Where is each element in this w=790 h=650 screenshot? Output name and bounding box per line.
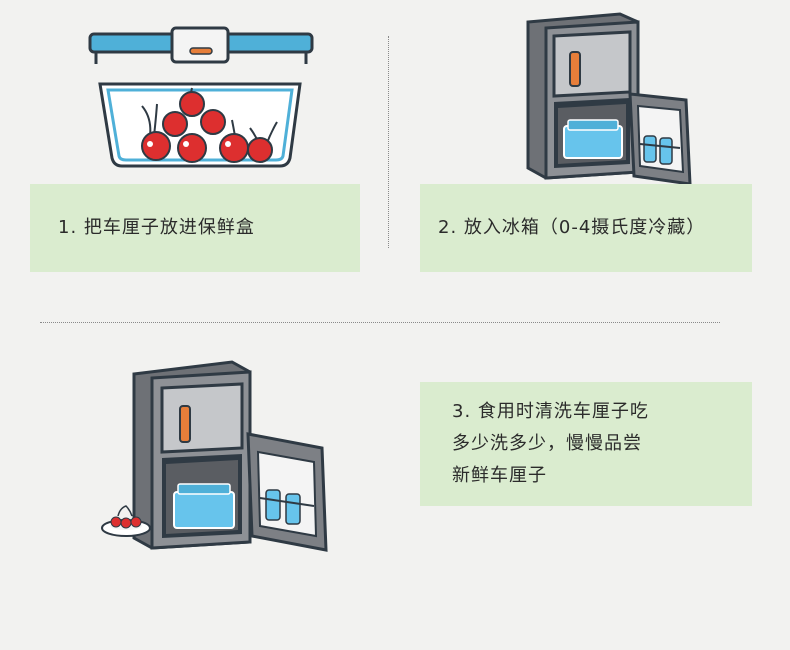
fridge-illustration-step2 xyxy=(520,8,700,186)
horizontal-divider xyxy=(40,322,720,323)
fridge-door xyxy=(630,94,690,184)
cherry-container-illustration xyxy=(82,18,322,178)
step-3-text: 3. 食用时清洗车厘子吃 多少洗多少，慢慢品尝 新鲜车厘子 xyxy=(452,396,649,492)
container-lid xyxy=(90,28,312,64)
fridge-illustration-step3 xyxy=(100,356,332,552)
step-1-card: 1. 把车厘子放进保鲜盒 xyxy=(30,184,360,272)
fridge-door xyxy=(248,434,326,550)
fridge-body xyxy=(528,14,638,178)
step-2-card: 2. 放入冰箱（0-4摄氏度冷藏） xyxy=(420,184,752,272)
vertical-divider xyxy=(388,36,389,248)
fridge-body xyxy=(134,362,250,548)
step-3-card: 3. 食用时清洗车厘子吃 多少洗多少，慢慢品尝 新鲜车厘子 xyxy=(420,382,752,506)
step-2-text: 2. 放入冰箱（0-4摄氏度冷藏） xyxy=(438,212,705,244)
step-1-text: 1. 把车厘子放进保鲜盒 xyxy=(58,212,255,244)
